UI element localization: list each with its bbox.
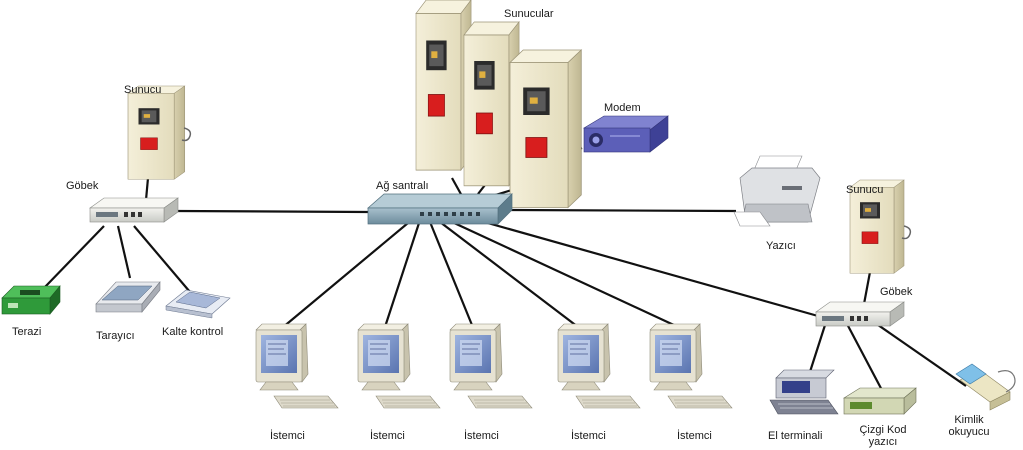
cable-hub-left-switch — [175, 209, 369, 214]
hub-icon — [89, 197, 179, 223]
modem-icon — [582, 115, 669, 153]
quality-label: Kalte kontrol — [162, 326, 224, 338]
printer-icon — [733, 155, 821, 227]
cable-server-left-hub — [144, 177, 150, 201]
cable-hub-scanner — [116, 225, 132, 279]
client-computer-icon — [649, 323, 733, 409]
network-switch-icon — [367, 193, 513, 225]
cable-server1-switch — [451, 177, 463, 197]
scale-icon — [1, 285, 61, 315]
barcode-printer-icon — [842, 387, 917, 415]
client-computer-icon — [557, 323, 641, 409]
barcode-label-line2: yazıcı — [868, 436, 898, 448]
client-label: İstemci — [270, 430, 305, 442]
cable-switch-client1 — [281, 217, 415, 329]
cable-hub-idreader — [867, 317, 967, 387]
scale-label: Terazi — [12, 326, 42, 338]
server-icon — [127, 85, 186, 180]
cable-hub-quality — [133, 225, 191, 293]
cable-hub-barcode — [845, 321, 885, 395]
client-computer-icon — [449, 323, 533, 409]
scanner-icon — [95, 281, 161, 313]
handheld-terminal-icon — [769, 369, 839, 415]
cable-hub-handheld — [806, 321, 828, 379]
server-left-label: Sunucu — [124, 84, 162, 96]
cable-server-right-hub — [862, 271, 872, 305]
quality-control-device-icon — [165, 289, 231, 319]
hub-left-label: Göbek — [66, 180, 99, 192]
id-card-reader-icon — [955, 363, 1016, 411]
cable-switch-client4 — [439, 221, 583, 331]
hub-right-label: Göbek — [880, 286, 913, 298]
cable-hub-scale — [43, 225, 105, 289]
switch-label: Ağ santralı — [376, 180, 429, 192]
server-icon — [415, 0, 472, 171]
printer-label: Yazıcı — [766, 240, 796, 252]
cable-switch-client3 — [428, 221, 476, 331]
client-label: İstemci — [677, 430, 712, 442]
server-right-label: Sunucu — [846, 184, 884, 196]
client-computer-icon — [255, 323, 339, 409]
client-computer-icon — [357, 323, 441, 409]
modem-label: Modem — [604, 102, 641, 114]
client-label: İstemci — [370, 430, 405, 442]
barcode-label-line1: Çizgi Kod — [859, 424, 907, 436]
server-icon — [509, 49, 582, 209]
servers-label: Sunucular — [504, 8, 554, 20]
idreader-label-line1: Kimlik — [954, 414, 984, 426]
hub-icon — [815, 301, 905, 327]
cable-switch-client5 — [451, 221, 677, 327]
scanner-label: Tarayıcı — [96, 330, 135, 342]
cable-switch-hub-right — [469, 216, 819, 318]
client-label: İstemci — [464, 430, 499, 442]
barcode-label: Çizgi Kod yazıcı — [856, 424, 910, 448]
handheld-label: El terminali — [768, 430, 823, 442]
idreader-label: Kimlik okuyucu — [944, 414, 994, 438]
idreader-label-line2: okuyucu — [948, 426, 990, 438]
cable-switch-printer — [509, 208, 737, 213]
client-label: İstemci — [571, 430, 606, 442]
cable-switch-client2 — [382, 219, 422, 331]
